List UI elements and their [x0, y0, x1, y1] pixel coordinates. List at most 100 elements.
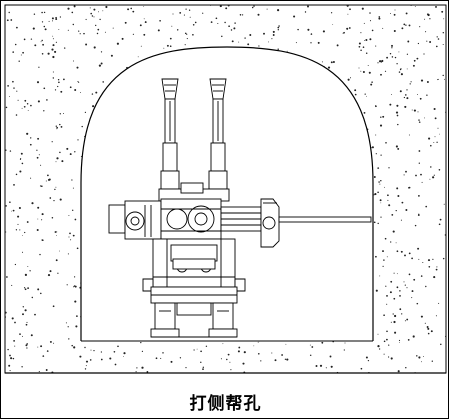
- rock-dot: [305, 62, 308, 65]
- rock-dot: [216, 55, 218, 58]
- rock-dot: [166, 44, 169, 47]
- rock-dot: [302, 228, 305, 231]
- rock-dot: [304, 266, 306, 268]
- rock-dot: [51, 141, 53, 143]
- rock-dot: [303, 187, 306, 190]
- rock-dot: [74, 89, 77, 91]
- rock-dot: [248, 278, 250, 280]
- rock-dot: [290, 153, 292, 155]
- rock-dot: [93, 16, 95, 18]
- rock-dot: [93, 292, 96, 295]
- rock-dot: [220, 358, 222, 360]
- rock-dot: [39, 185, 42, 187]
- rock-dot: [304, 11, 307, 13]
- rock-dot: [12, 357, 15, 360]
- rock-dot: [433, 174, 435, 176]
- rock-dot: [432, 176, 435, 179]
- rock-dot: [58, 81, 60, 84]
- rock-dot: [245, 320, 248, 323]
- rock-dot: [330, 91, 333, 94]
- rock-dot: [67, 29, 69, 31]
- rock-dot: [387, 199, 389, 201]
- rock-dot: [45, 369, 48, 371]
- rock-dot: [168, 55, 171, 58]
- rock-dot: [356, 287, 357, 289]
- rock-dot: [396, 286, 399, 289]
- rock-dot: [261, 91, 262, 93]
- rock-dot: [243, 198, 245, 200]
- rock-dot: [428, 137, 431, 140]
- rock-dot: [295, 277, 297, 279]
- rock-dot: [407, 339, 410, 341]
- rock-dot: [244, 310, 247, 312]
- rock-dot: [388, 204, 391, 207]
- rock-dot: [427, 332, 430, 335]
- rock-dot: [36, 149, 38, 151]
- rock-dot: [204, 178, 207, 181]
- rock-dot: [5, 106, 8, 109]
- rock-dot: [436, 79, 438, 81]
- rock-dot: [229, 110, 231, 113]
- rock-dot: [313, 277, 315, 279]
- rock-dot: [185, 8, 187, 10]
- rock-dot: [113, 350, 116, 353]
- rock-dot: [360, 49, 362, 51]
- rock-dot: [11, 210, 12, 212]
- rock-dot: [390, 241, 392, 243]
- rock-dot: [337, 236, 339, 238]
- rock-dot: [278, 80, 280, 82]
- rock-dot: [52, 44, 55, 47]
- rock-dot: [271, 352, 273, 354]
- rock-dot: [274, 86, 277, 89]
- rock-dot: [85, 18, 87, 21]
- rock-dot: [307, 28, 310, 31]
- rock-dot: [113, 271, 116, 274]
- rock-dot: [33, 13, 36, 15]
- rock-dot: [179, 168, 181, 170]
- rock-dot: [348, 175, 351, 178]
- rock-dot: [430, 330, 433, 333]
- rock-dot: [215, 17, 218, 20]
- rock-dot: [362, 255, 364, 258]
- rock-dot: [183, 174, 185, 176]
- rock-dot: [89, 137, 91, 139]
- rock-dot: [284, 266, 286, 268]
- rock-dot: [192, 33, 194, 36]
- rock-dot: [395, 209, 397, 212]
- rock-dot: [92, 105, 95, 108]
- rock-dot: [418, 258, 420, 260]
- rock-dot: [14, 321, 16, 324]
- rock-dot: [132, 10, 135, 13]
- rock-dot: [315, 365, 318, 367]
- rock-dot: [277, 26, 280, 29]
- rock-dot: [362, 46, 365, 48]
- rock-dot: [379, 275, 381, 277]
- rock-dot: [360, 304, 363, 306]
- rock-dot: [282, 297, 285, 300]
- rock-dot: [435, 315, 437, 317]
- rock-dot: [364, 293, 367, 296]
- rock-dot: [417, 111, 419, 113]
- rock-dot: [320, 105, 322, 106]
- rock-dot: [134, 131, 137, 133]
- rock-dot: [223, 203, 226, 206]
- rock-dot: [228, 159, 230, 161]
- rock-dot: [145, 339, 147, 340]
- rock-dot: [248, 184, 250, 185]
- rock-dot: [371, 146, 374, 149]
- rock-dot: [93, 46, 96, 49]
- rock-dot: [152, 155, 155, 158]
- rock-dot: [386, 56, 389, 59]
- rock-dot: [248, 129, 250, 131]
- rock-dot: [187, 100, 188, 102]
- rock-dot: [373, 176, 376, 178]
- rock-dot: [22, 51, 24, 54]
- rock-dot: [279, 175, 282, 178]
- rock-dot: [253, 152, 255, 154]
- rock-dot: [309, 229, 311, 231]
- rock-dot: [93, 270, 95, 272]
- rock-dot: [363, 39, 365, 41]
- rock-dot: [399, 90, 402, 93]
- rock-dot: [413, 109, 416, 112]
- rock-dot: [225, 148, 228, 150]
